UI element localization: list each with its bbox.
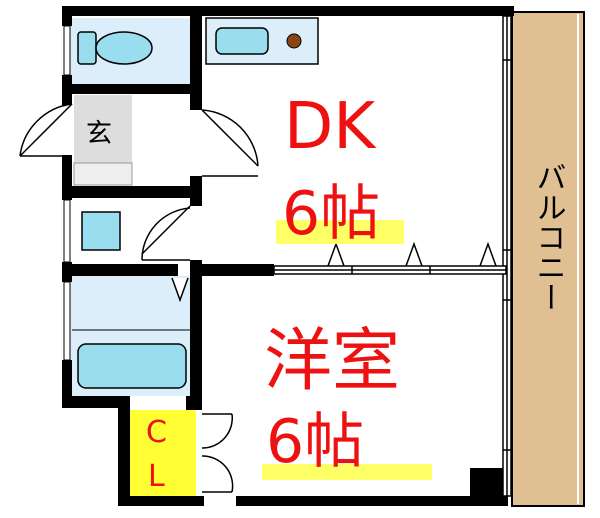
bathtub bbox=[72, 329, 190, 389]
bathroom-door bbox=[171, 277, 189, 303]
closet bbox=[128, 410, 196, 498]
balcony-window-sash bbox=[502, 15, 512, 497]
dk-room-size: 6帖 bbox=[282, 179, 380, 249]
western-room-floor bbox=[200, 274, 505, 498]
entrance-floor bbox=[74, 95, 132, 163]
walls bbox=[62, 6, 514, 506]
western-room-size: 6帖 bbox=[266, 407, 364, 477]
western-highlight bbox=[262, 464, 432, 480]
dk-room-name: DK bbox=[284, 90, 377, 164]
closet-label-c: C bbox=[146, 415, 167, 450]
washroom-window bbox=[63, 199, 71, 263]
balcony-area bbox=[511, 11, 585, 507]
entrance-step bbox=[73, 162, 133, 186]
toilet-window bbox=[63, 25, 71, 76]
western-room-name: 洋室 bbox=[264, 322, 400, 401]
washbasin bbox=[81, 211, 121, 251]
toilet-fixture bbox=[77, 31, 153, 65]
entrance-label: 玄 bbox=[86, 119, 112, 149]
door-swings bbox=[19, 103, 259, 493]
stove-burner-icon bbox=[286, 33, 302, 49]
balcony-label: バルコニー bbox=[531, 162, 566, 312]
kitchen-counter bbox=[205, 17, 319, 65]
closet-label-l: L bbox=[148, 459, 165, 494]
sliding-partition bbox=[273, 241, 507, 275]
bathroom-window bbox=[63, 281, 71, 361]
dk-highlight bbox=[276, 220, 404, 244]
